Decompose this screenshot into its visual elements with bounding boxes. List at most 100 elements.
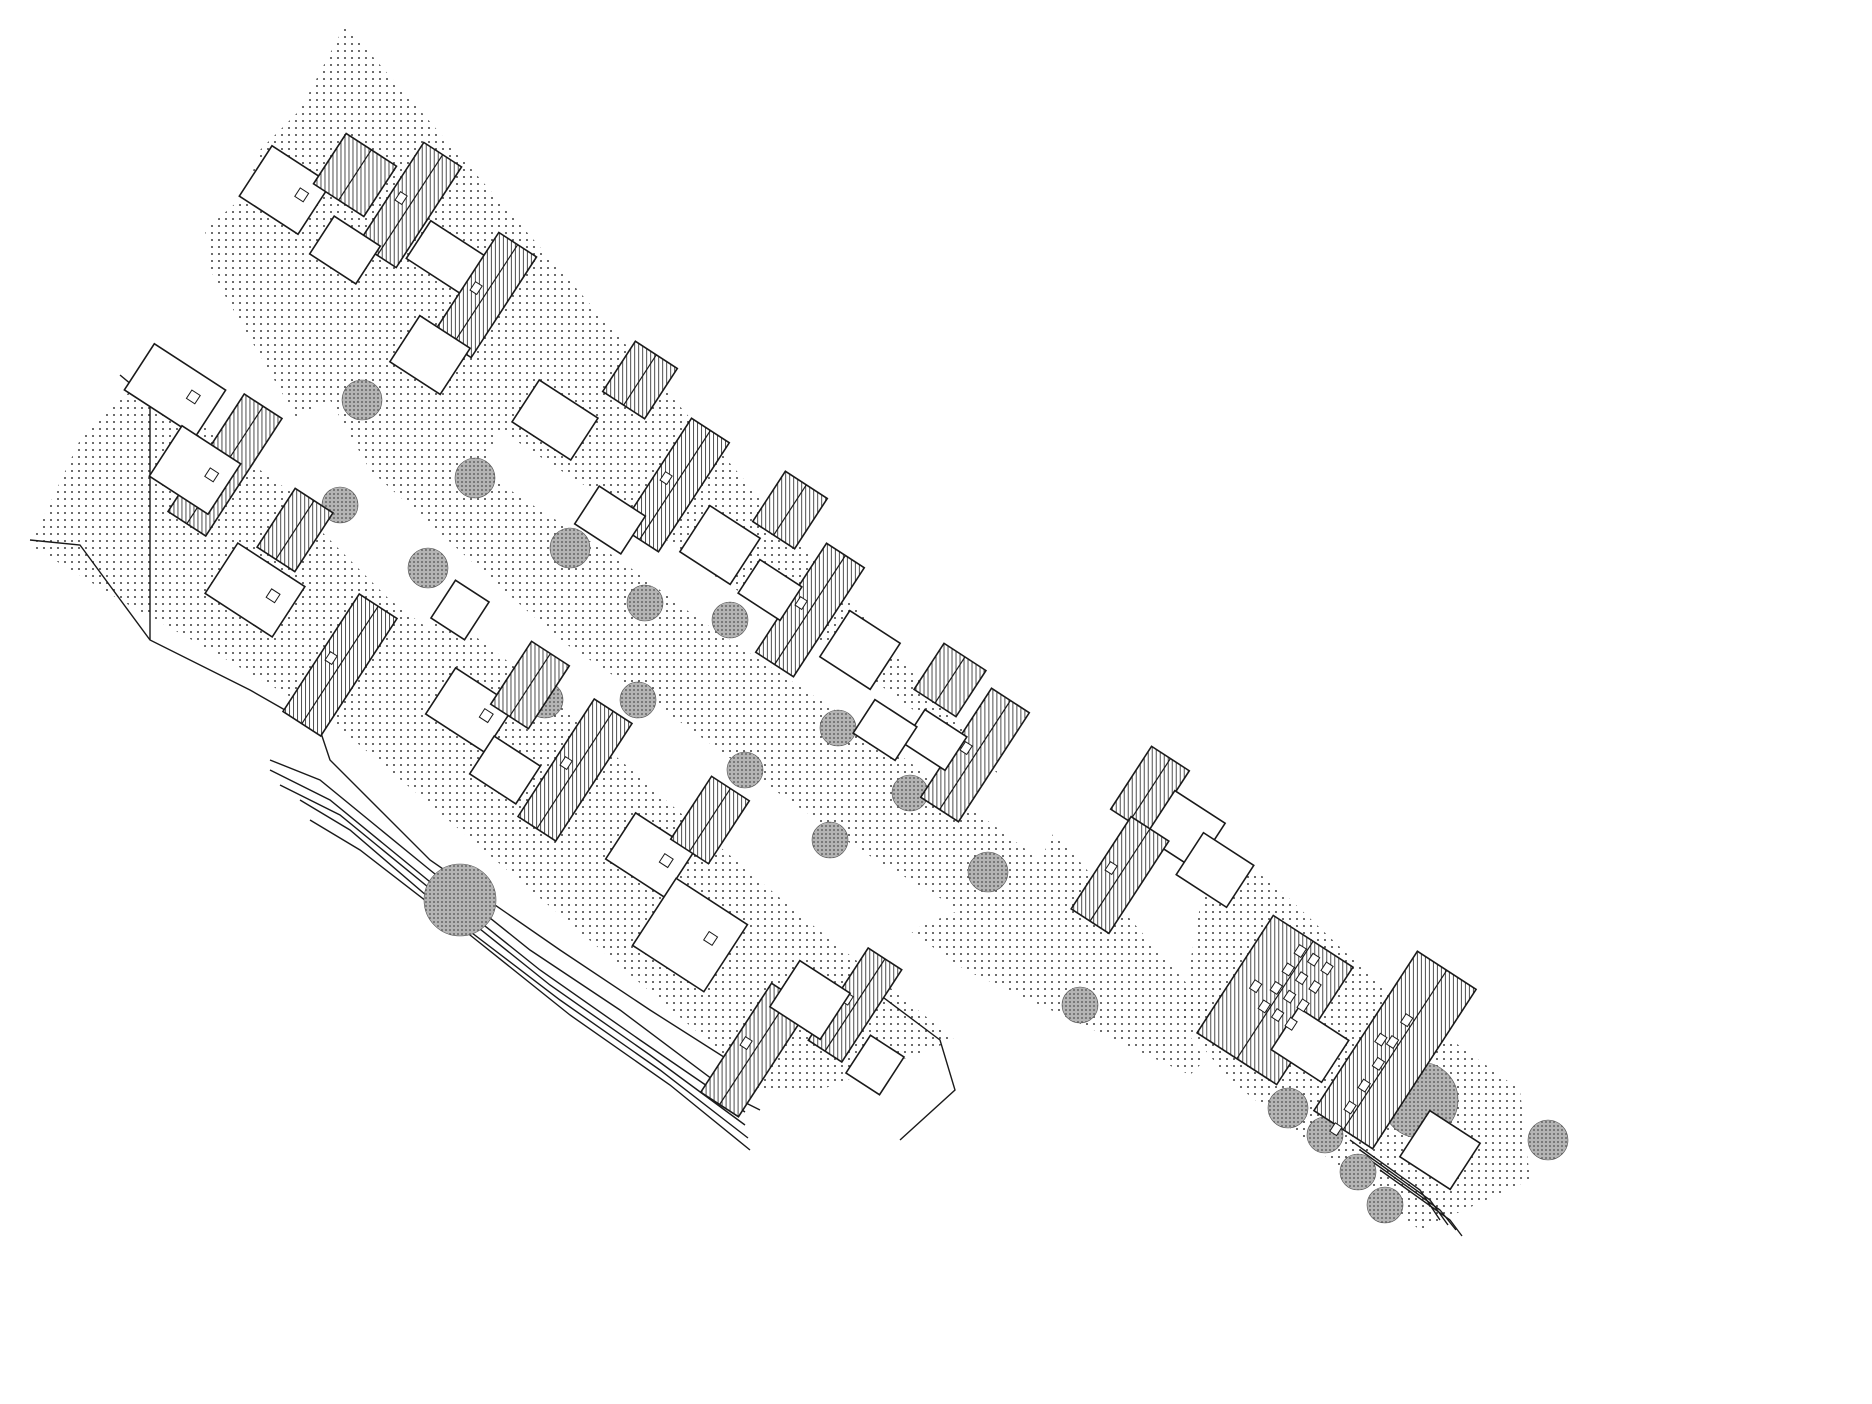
roof-ridge [824, 958, 886, 1052]
pitched-roof-building [489, 640, 571, 730]
tree-canopy [619, 681, 657, 719]
skylight [794, 595, 808, 611]
skylight [1329, 1122, 1343, 1137]
flat-roof-building [604, 811, 696, 899]
roof-ridge [536, 710, 614, 830]
flat-roof-building [852, 698, 918, 762]
roof-ridge [1342, 969, 1448, 1131]
roof-ridge [1129, 758, 1171, 822]
skylight [1270, 1008, 1285, 1023]
roof-flat [429, 579, 491, 641]
roof-ridge [623, 354, 657, 406]
flat-roof-building [148, 424, 242, 516]
boundary-line [29, 539, 761, 1081]
skylight [1269, 980, 1284, 995]
roof-ridge [1236, 940, 1314, 1060]
skylight [1385, 1034, 1400, 1050]
skylight [1294, 971, 1309, 986]
skylight [1248, 979, 1263, 994]
roof-ridge [934, 656, 966, 704]
pitched-roof-building [516, 697, 634, 843]
skylight [739, 1035, 753, 1051]
skylight [1357, 1078, 1372, 1093]
flat-roof-building [308, 215, 382, 285]
tree-canopy [1366, 1186, 1404, 1224]
skylight [1293, 943, 1307, 959]
pitched-roof-building [1070, 815, 1170, 935]
flat-roof-building [631, 877, 749, 993]
roof-ridge [338, 149, 372, 201]
flat-roof-building [424, 666, 516, 754]
boundary-line [1359, 1149, 1449, 1226]
roof-flat [678, 504, 762, 586]
boundary-line [1379, 1169, 1463, 1237]
tree-canopy [1527, 1119, 1569, 1161]
roof-flat [631, 877, 749, 993]
skylight [1371, 1056, 1386, 1071]
skylight [659, 470, 673, 486]
tree-canopy [1339, 1153, 1377, 1191]
roof-flat [510, 378, 600, 462]
skylight [1306, 952, 1321, 967]
boundary-line [269, 769, 746, 1113]
skylight [658, 852, 674, 869]
flat-roof-building [573, 485, 647, 555]
roof-ridge [1089, 828, 1151, 922]
pitched-roof-building [281, 592, 399, 738]
roof-flat [573, 485, 647, 555]
boundary-line [309, 819, 751, 1151]
skylight [1257, 999, 1272, 1014]
skylight [959, 740, 973, 756]
skylight [469, 280, 483, 296]
roof-flat [308, 215, 382, 285]
tree-canopy [1061, 986, 1099, 1024]
roof-flat [238, 144, 332, 236]
skylight [1281, 962, 1295, 977]
flat-roof-building [1398, 1109, 1482, 1191]
pitched-roof-building [601, 340, 679, 420]
roof-flat [1175, 831, 1255, 909]
tree-canopy [626, 584, 664, 622]
skylight [559, 755, 573, 771]
flat-roof-building [768, 959, 852, 1041]
boundary-line [299, 799, 749, 1139]
skylight [1320, 961, 1334, 976]
roof-ridge [301, 605, 379, 725]
skylight-grid [1257, 943, 1414, 1137]
skylight [1343, 1100, 1357, 1115]
flat-roof-building [1175, 831, 1255, 909]
roof-flat [818, 609, 902, 691]
roof-flat [148, 424, 242, 516]
roof-ridge [939, 700, 1011, 810]
flat-roof-building [123, 342, 227, 438]
skylight [1284, 1016, 1298, 1031]
skylight [478, 707, 494, 724]
roof-ridge [509, 653, 551, 717]
tree-canopy [819, 709, 857, 747]
skylight [204, 467, 220, 483]
roof-flat [424, 666, 516, 754]
roof-ridge [451, 244, 519, 346]
roof-ridge [639, 430, 711, 540]
tree-canopy [341, 379, 383, 421]
flat-roof-building [238, 144, 332, 236]
skylight [265, 588, 281, 604]
pitched-roof-building [357, 141, 463, 269]
tree-canopy [1267, 1087, 1309, 1129]
flat-roof-building [818, 609, 902, 691]
tree-canopy [549, 527, 591, 569]
boundary-line [859, 979, 956, 1141]
flat-roof-building [429, 579, 491, 641]
flat-roof-building [388, 314, 472, 396]
roof-ridge [689, 788, 731, 852]
skylight [324, 650, 338, 666]
boundary-line [1349, 1139, 1441, 1221]
skylight [1399, 1013, 1414, 1028]
tree-canopy [407, 547, 449, 589]
roof-flat [388, 314, 472, 396]
pitched-roof-building [255, 487, 335, 573]
skylight [185, 389, 201, 405]
skylight [294, 187, 310, 203]
tree-canopy [967, 851, 1009, 893]
